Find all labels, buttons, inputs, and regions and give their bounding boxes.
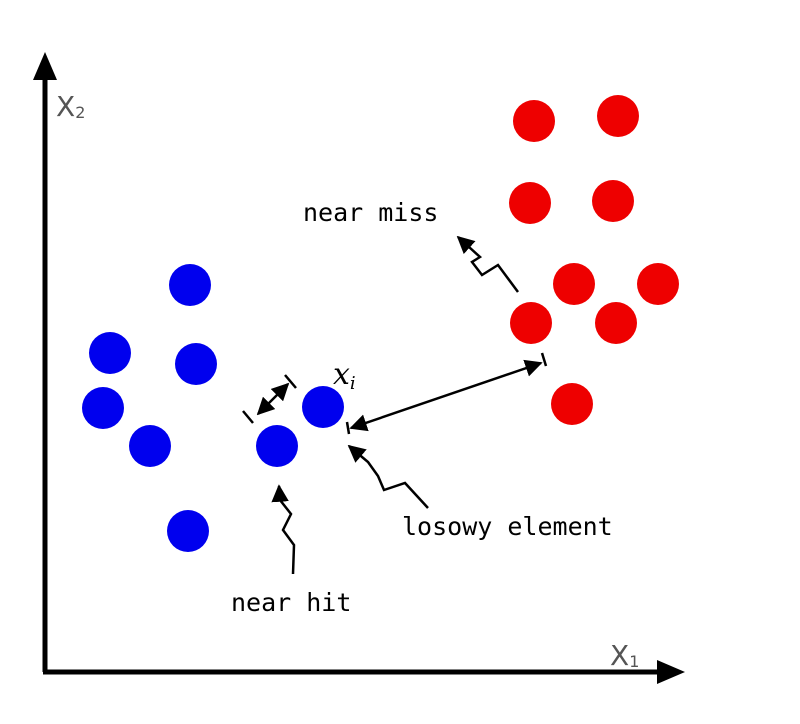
near-miss-distance-arrow <box>345 352 548 435</box>
red-point <box>553 263 595 305</box>
x-axis-label-letter: X <box>610 639 629 672</box>
blue-point <box>82 387 124 429</box>
axes <box>33 52 685 684</box>
red-point <box>637 263 679 305</box>
random-element-label: losowy element <box>402 512 613 541</box>
red-point <box>551 383 593 425</box>
red-point <box>513 100 555 142</box>
red-point <box>595 302 637 344</box>
y-axis-label-letter: X <box>56 90 75 123</box>
blue-point <box>167 510 209 552</box>
xi-label-letter: x <box>333 357 350 392</box>
near-miss-distance-tick-start <box>345 421 351 435</box>
near-hit-label: near hit <box>231 588 351 617</box>
x-axis-arrowhead <box>657 660 685 684</box>
near-hit-distance-arrow <box>242 374 297 424</box>
blue-point <box>175 343 217 385</box>
random-element-pointer <box>347 444 429 509</box>
y-axis-label-subscript: 2 <box>75 103 85 122</box>
y-axis-label: X2 <box>56 90 85 123</box>
red-class-points <box>509 95 679 425</box>
red-point <box>592 180 634 222</box>
blue-point <box>89 332 131 374</box>
near-hit-point <box>256 425 298 467</box>
y-axis-arrowhead <box>33 52 57 80</box>
xi-label-subscript: i <box>350 373 356 394</box>
blue-class-points <box>82 264 344 552</box>
blue-point <box>129 425 171 467</box>
red-point <box>597 95 639 137</box>
x-axis-label-subscript: 1 <box>629 652 639 671</box>
x-axis-label: X1 <box>610 639 639 672</box>
xi-point <box>302 386 344 428</box>
blue-point <box>169 264 211 306</box>
near-hit-distance-tick-start <box>242 410 254 424</box>
near-miss-pointer <box>456 235 520 293</box>
near-hit-distance-line <box>256 382 290 416</box>
near-miss-distance-tick-end <box>540 352 548 367</box>
near-hit-distance-tick-end <box>284 374 297 389</box>
near-miss-point <box>510 302 552 344</box>
xi-label: xi <box>333 357 356 394</box>
red-point <box>509 182 551 224</box>
pointer-arrows <box>271 235 520 575</box>
near-hit-pointer <box>271 484 296 575</box>
near-miss-distance-line <box>349 359 543 432</box>
near-miss-label: near miss <box>303 198 438 227</box>
